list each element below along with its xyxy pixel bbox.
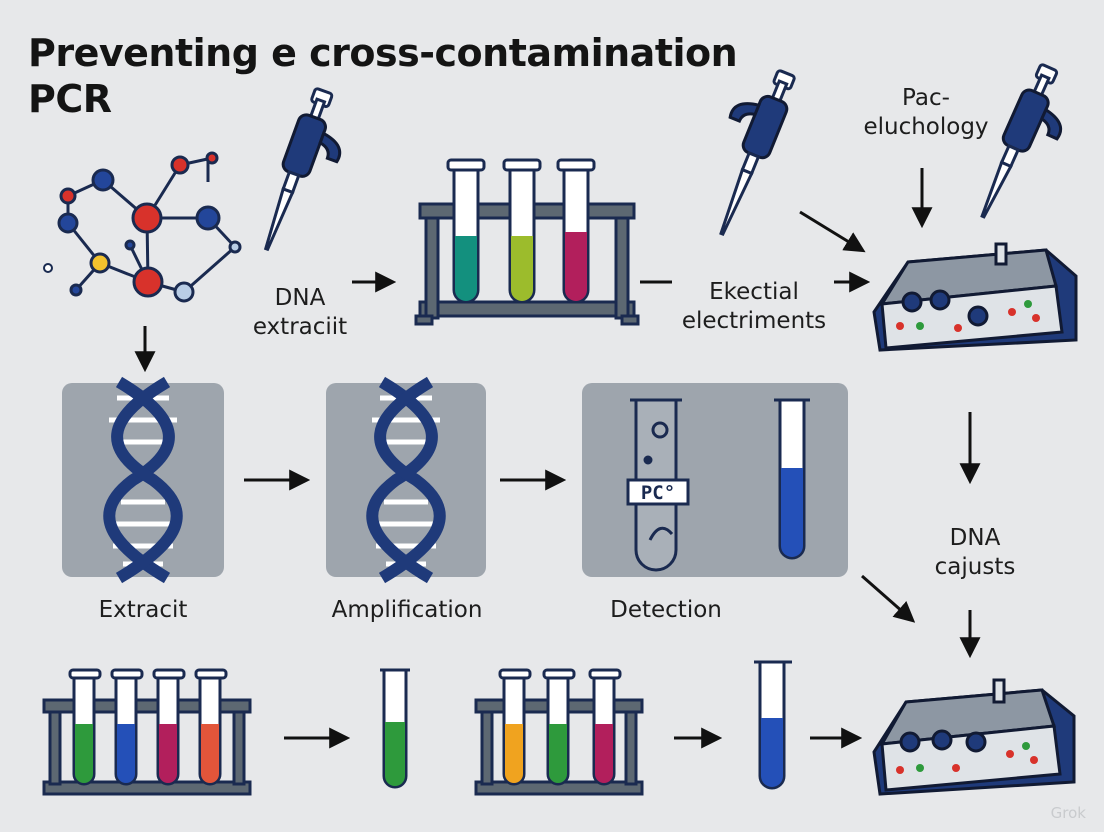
tube-rack-bottom-left — [42, 668, 252, 796]
label-dna-extract-line1: DNA — [274, 285, 326, 311]
test-tube-magenta-2 — [152, 668, 186, 786]
single-tube-blue — [754, 660, 792, 790]
diagram-title: Preventing e cross-contamination PCR — [28, 30, 788, 122]
test-tube-orange — [498, 668, 532, 786]
label-pac-tech-line1: Pac- — [902, 85, 950, 111]
arrow-pipette-to-cycler — [799, 210, 866, 253]
arrow-detection-to-cycler — [861, 574, 916, 623]
dna-helix-icon-amplification — [366, 376, 446, 584]
title-line-2: PCR — [28, 77, 112, 121]
thermal-cycler-top — [872, 242, 1078, 352]
detection-tube-pc — [626, 398, 690, 572]
title-line-1: Preventing e cross-contamination — [28, 31, 738, 75]
label-detection: Detection — [610, 597, 722, 623]
detection-tube-label: PC° — [641, 482, 675, 504]
label-pac-tech: Pac- eluchology — [856, 84, 996, 142]
label-amplification: Amplification — [331, 597, 483, 623]
label-dna-cajusts-line1: DNA — [949, 525, 1001, 551]
label-electrical: Ekectial electriments — [664, 278, 844, 336]
single-tube-green — [380, 668, 410, 789]
pipette-icon-3 — [980, 63, 1063, 219]
label-extract: Extracit — [98, 597, 188, 623]
test-tube-green-2 — [542, 668, 576, 786]
test-tube-red — [194, 668, 228, 786]
watermark: Grok — [1050, 804, 1086, 822]
test-tube-lime — [502, 158, 542, 304]
molecule-icon — [43, 151, 242, 303]
pipette-icon-2 — [719, 69, 796, 237]
test-tube-teal — [446, 158, 486, 304]
test-tube-blue — [110, 668, 144, 786]
tube-rack-bottom-middle — [474, 668, 644, 796]
label-dna-cajusts-line2: cajusts — [934, 554, 1016, 580]
test-tube-magenta-3 — [588, 668, 622, 786]
detection-tube-blue — [774, 398, 810, 560]
label-electrical-line2: electriments — [681, 308, 827, 334]
label-dna-extract-line2: extraciit — [252, 314, 348, 340]
thermal-cycler-bottom — [872, 678, 1076, 796]
label-dna-extract: DNA extraciit — [238, 284, 362, 342]
label-pac-tech-line2: eluchology — [863, 114, 989, 140]
test-tube-green — [68, 668, 102, 786]
tube-rack-top — [414, 158, 640, 326]
flow-arrows — [134, 168, 981, 749]
label-electrical-line1: Ekectial — [709, 279, 799, 305]
dna-helix-icon-extract — [103, 376, 183, 584]
test-tube-magenta — [556, 158, 596, 304]
label-dna-cajusts: DNA cajusts — [910, 524, 1040, 582]
pipette-icon-1 — [263, 87, 342, 252]
